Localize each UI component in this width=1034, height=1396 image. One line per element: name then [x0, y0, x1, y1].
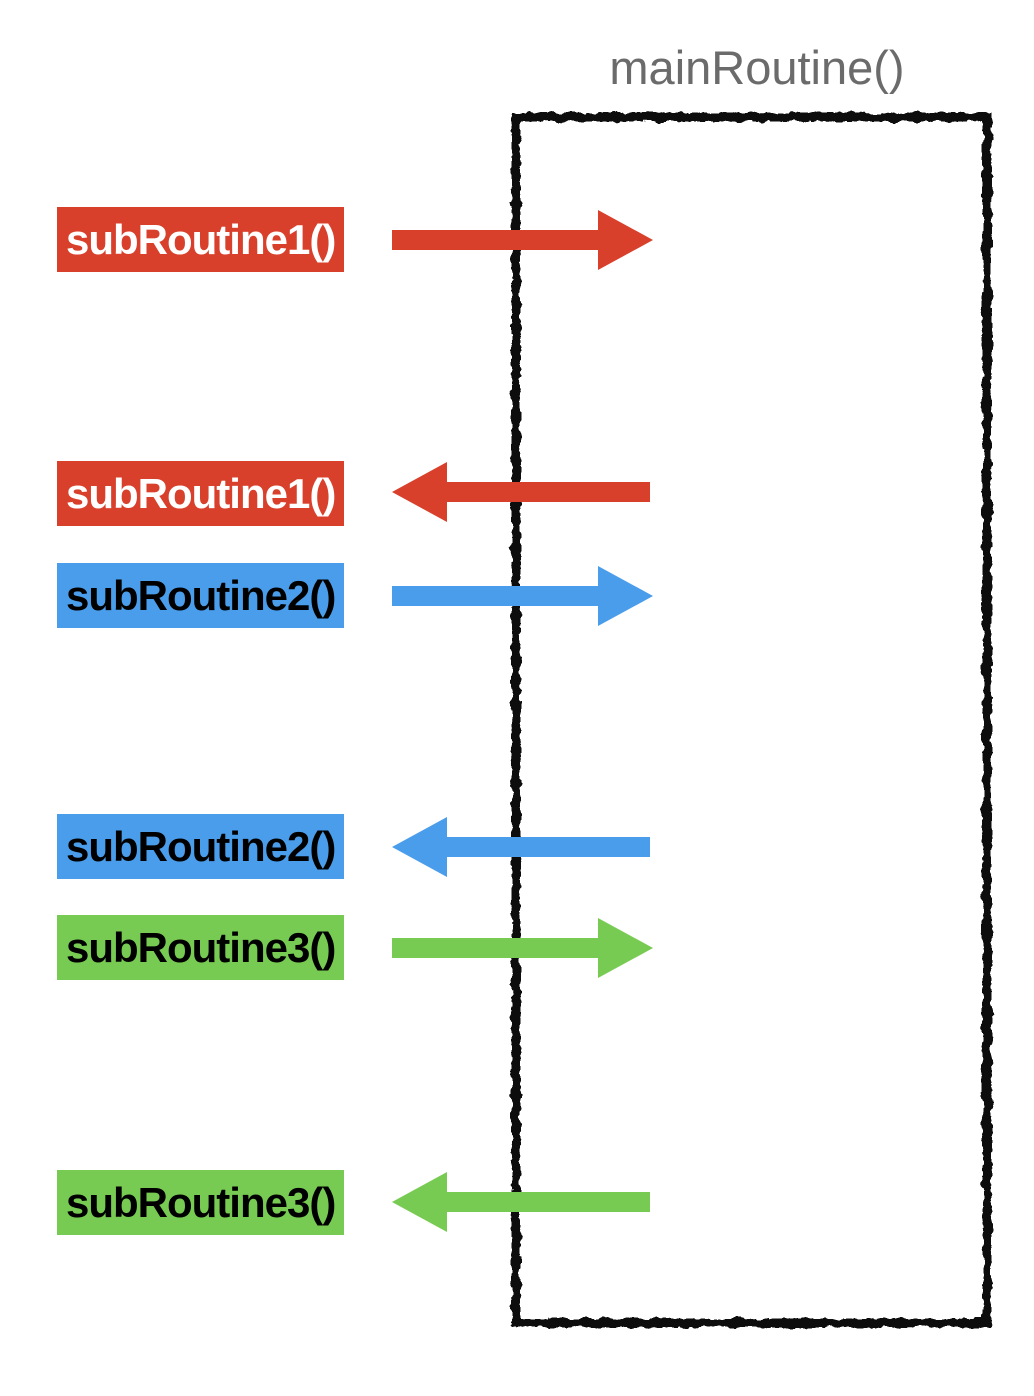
subroutine3-call-arrow [392, 938, 598, 958]
subroutine1-call-arrow [392, 230, 598, 250]
subroutine2-return-arrow [447, 837, 650, 857]
subroutine1-return-label: subRoutine1() [57, 461, 345, 526]
main-routine-title: mainRoutine() [609, 41, 905, 94]
subroutine3-return-arrow [447, 1192, 650, 1212]
subroutine2-call-arrow [392, 586, 598, 606]
subroutine3-return-label: subRoutine3() [57, 1170, 345, 1235]
subroutine2-return-label: subRoutine2() [57, 814, 345, 879]
main-routine-box-outline [511, 112, 992, 1328]
subroutine2-call-label: subRoutine2() [57, 563, 345, 628]
subroutine3-call-label: subRoutine3() [57, 915, 345, 980]
subroutine1-call-label: subRoutine1() [57, 207, 345, 272]
subroutine1-return-arrow [447, 482, 650, 502]
